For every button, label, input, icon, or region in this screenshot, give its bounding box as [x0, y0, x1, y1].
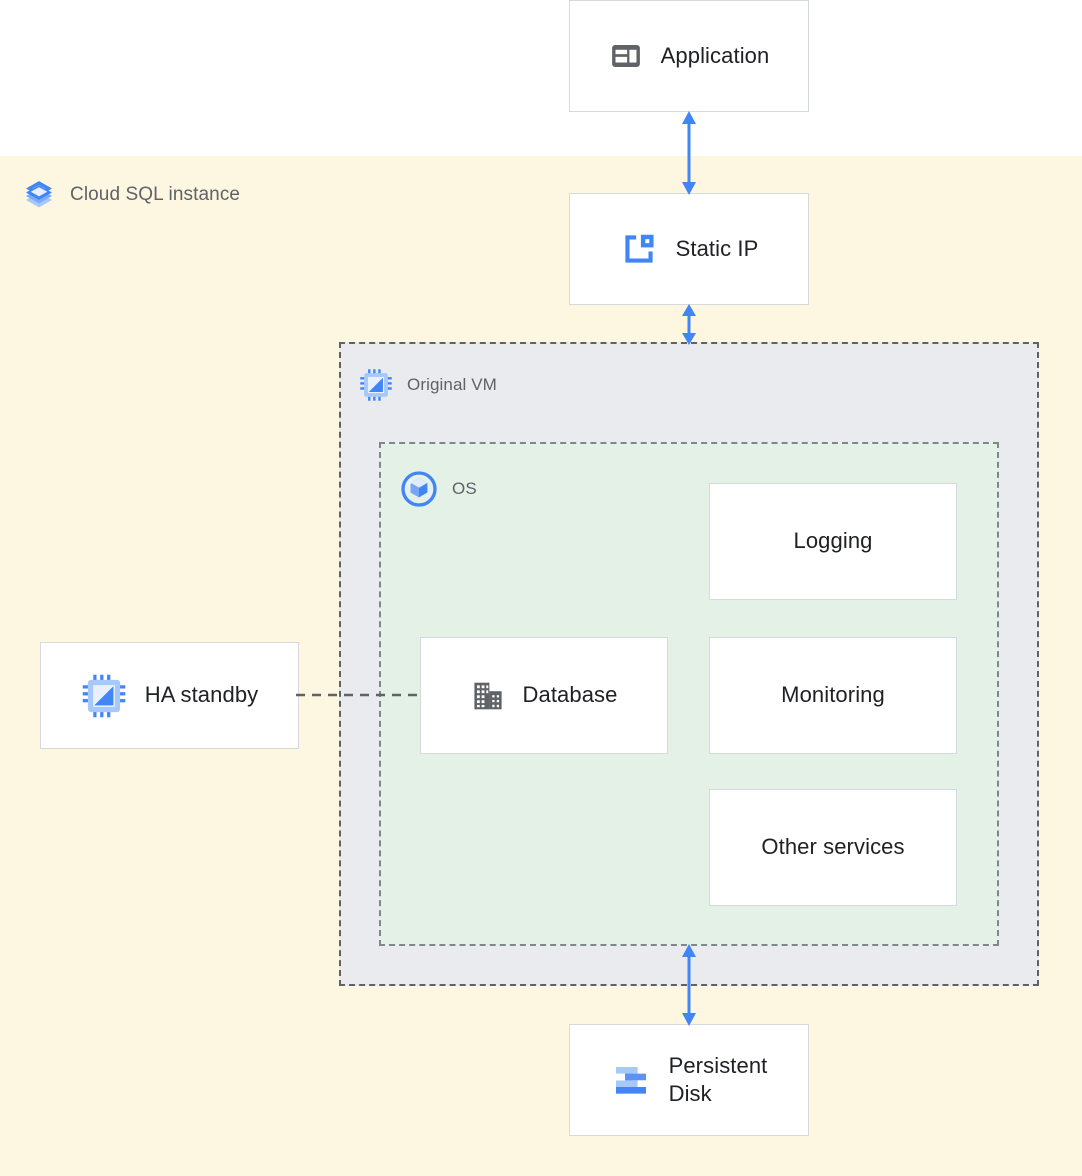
region-label-text: Original VM	[407, 375, 497, 394]
connector-ha-standby-to-database	[296, 680, 424, 710]
node-label: Other services	[761, 834, 905, 860]
node-label-line-1: Persistent	[668, 1052, 768, 1078]
vm-chip-icon	[359, 368, 393, 402]
node-label-line-2: Disk	[668, 1081, 712, 1106]
persistent-disk-icon	[611, 1060, 651, 1100]
region-label-original-vm: Original VM	[359, 368, 497, 402]
node-label: Application	[660, 42, 770, 68]
node-label: Logging	[793, 528, 873, 554]
database-building-icon	[471, 679, 505, 713]
region-label-text: Cloud SQL instance	[70, 184, 241, 205]
connector-original-vm-to-persistent-disk	[659, 943, 719, 1027]
node-label: Static IP	[675, 235, 759, 261]
os-circle-cube-icon	[400, 470, 438, 508]
region-label-os: OS	[400, 470, 477, 508]
static-ip-icon	[620, 230, 658, 268]
node-label: Monitoring	[781, 682, 885, 708]
node-logging[interactable]: Logging	[709, 483, 957, 600]
node-monitoring[interactable]: Monitoring	[709, 637, 957, 754]
node-application[interactable]: Application	[569, 0, 809, 112]
node-database[interactable]: Database	[420, 637, 668, 754]
node-ha-standby[interactable]: HA standby	[40, 642, 299, 749]
node-label: Persistent Disk	[669, 1052, 768, 1108]
node-persistent-disk[interactable]: Persistent Disk	[569, 1024, 809, 1136]
node-static-ip[interactable]: Static IP	[569, 193, 809, 305]
region-label-text: OS	[452, 479, 477, 498]
cloud-sql-stack-icon	[22, 178, 56, 212]
region-label-cloud-sql-instance: Cloud SQL instance	[22, 178, 240, 212]
node-other-services[interactable]: Other services	[709, 789, 957, 906]
ha-standby-chip-icon	[81, 673, 127, 719]
connector-static-ip-to-original-vm	[659, 303, 719, 346]
node-label: Database	[522, 682, 618, 708]
application-layout-icon	[609, 39, 643, 73]
connector-application-to-static-ip	[659, 110, 719, 196]
node-label: HA standby	[144, 682, 259, 708]
